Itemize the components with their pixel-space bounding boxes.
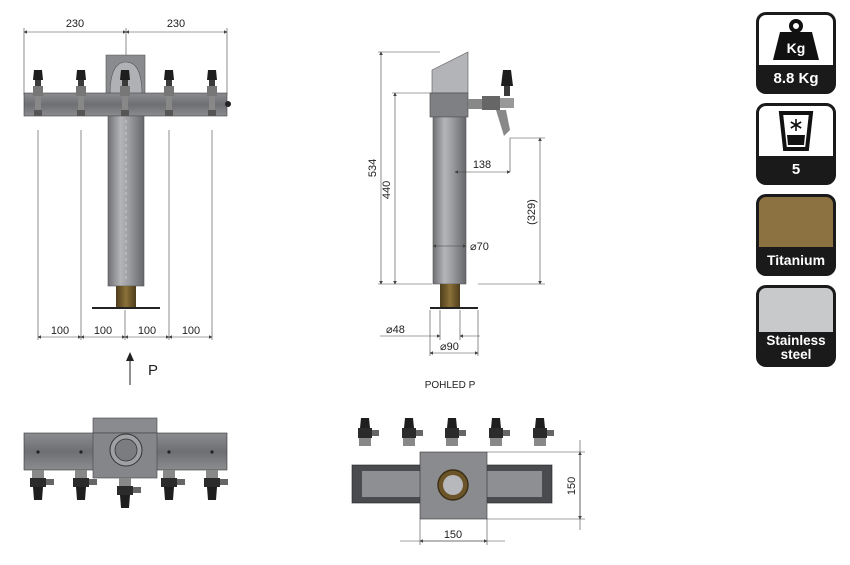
stainless-badge: Stainless steel	[756, 285, 836, 367]
dim-side-column-dia: ⌀70	[470, 241, 489, 253]
weight-icon-text: Kg	[787, 40, 806, 56]
dim-side-thread-dia: ⌀48	[386, 324, 405, 336]
titanium-badge: Titanium	[756, 194, 836, 276]
top-tap-2	[402, 418, 423, 446]
front-view: 230 230 100 100 100 100	[23, 18, 231, 385]
dim-side-tower-height: 440	[381, 181, 393, 199]
top-tap-5	[533, 418, 554, 446]
dim-spacing-1: 100	[51, 325, 69, 337]
top-tap-4	[489, 418, 510, 446]
bottom-tap-4	[161, 470, 185, 500]
top-view: 150 150	[351, 418, 585, 545]
weight-badge: Kg 8.8 Kg	[756, 12, 836, 94]
view-arrow-label: P	[148, 362, 158, 379]
kettlebell-weight-icon: Kg	[773, 19, 819, 60]
dim-side-tap-height: (329)	[526, 199, 538, 225]
titanium-swatch	[759, 197, 833, 247]
side-tap	[468, 70, 514, 136]
top-tap-1	[358, 418, 379, 446]
cooled-glass-icon	[778, 111, 814, 151]
dim-top-width: 150	[444, 529, 462, 541]
bottom-tap-3	[117, 478, 141, 508]
dim-side-flange-dia: ⌀90	[440, 341, 459, 353]
view-caption: POHLED P	[425, 380, 476, 391]
bottom-tap-5	[204, 470, 228, 500]
dim-top-depth: 150	[566, 477, 578, 495]
titanium-label: Titanium	[766, 251, 826, 268]
dim-side-tap-reach: 138	[473, 159, 491, 171]
side-view: 534 440 138 (329) ⌀70	[367, 51, 545, 391]
dim-spacing-3: 100	[138, 325, 156, 337]
taps-badge: 5	[756, 103, 836, 185]
dim-front-top-left: 230	[66, 18, 84, 30]
bottom-view	[23, 417, 228, 508]
dim-spacing-4: 100	[182, 325, 200, 337]
stainless-label: Stainless steel	[766, 333, 826, 362]
dim-spacing-2: 100	[94, 325, 112, 337]
stainless-swatch	[759, 288, 833, 332]
taps-count: 5	[791, 160, 801, 178]
weight-value: 8.8 Kg	[773, 69, 819, 87]
dim-front-top-right: 230	[167, 18, 185, 30]
dim-side-total-height: 534	[367, 159, 379, 177]
top-tap-3	[445, 418, 466, 446]
bottom-tap-1	[30, 470, 54, 500]
